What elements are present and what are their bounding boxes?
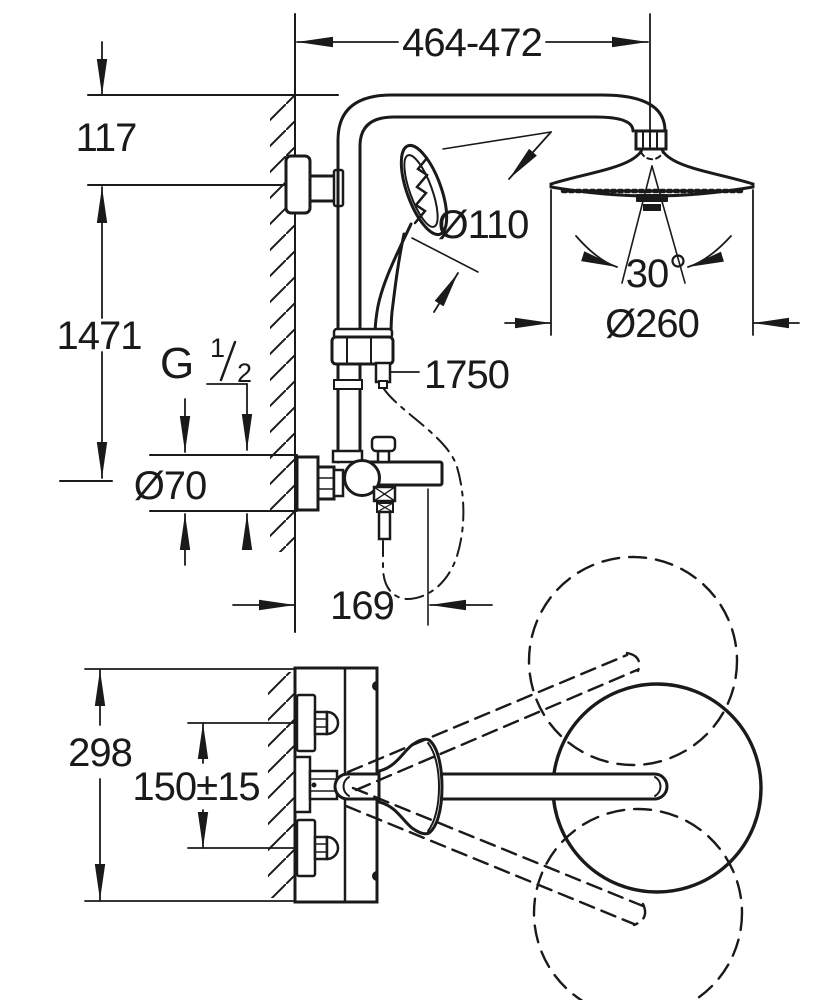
supply-connection-bottom — [295, 818, 340, 878]
valve-wall-flange — [295, 455, 320, 512]
g12-fraction-slash — [219, 340, 237, 382]
valve-union-nut — [316, 465, 336, 501]
label-flange-dia: Ø70 — [134, 464, 207, 508]
label-swivel-angle: 30 — [626, 252, 669, 296]
dim-g12-leader — [206, 340, 253, 451]
label-supply-spacing: 150±15 — [132, 765, 259, 809]
dimension-labels: 464-472 117 1471 G 1 2 Ø70 Ø110 30 Ø260 … — [57, 21, 700, 809]
wall-bracket — [284, 154, 345, 215]
label-overall-depth: 298 — [68, 731, 132, 775]
hand-shower-handle — [373, 222, 413, 339]
label-hand-shower-dia: Ø110 — [438, 203, 529, 247]
plan-view — [84, 555, 763, 1000]
label-projection: 169 — [330, 584, 394, 628]
head-shower-nut — [634, 129, 668, 151]
swivel-arm-positions — [344, 651, 647, 927]
head-swivel-position-upper — [527, 555, 739, 767]
head-shower — [504, 129, 800, 336]
label-height: 1471 — [57, 314, 142, 358]
diverter-knob — [370, 435, 397, 464]
label-hose-length: 1750 — [424, 353, 509, 397]
head-shower-ball-joint — [640, 151, 664, 161]
valve-dial — [343, 459, 381, 497]
thermostat-valve — [295, 435, 444, 541]
hose-outlet-connector — [372, 485, 397, 541]
rail-slider-holder — [330, 327, 395, 390]
dim-1471 — [59, 186, 113, 482]
arm-outlet-socket — [293, 755, 339, 814]
dim-464-472 — [296, 13, 651, 131]
label-thread-prefix: G — [160, 339, 194, 388]
shower-arm-pipe — [336, 93, 667, 464]
front-view — [59, 13, 800, 633]
degree-symbol — [671, 254, 685, 268]
wall-hatch-plan — [268, 672, 295, 898]
label-thread-numerator: 1 — [210, 333, 225, 363]
label-width-range: 464-472 — [402, 21, 542, 65]
dim-110 — [411, 131, 552, 313]
hose-cone-fitting — [374, 361, 392, 384]
head-swivel-position-lower — [532, 807, 744, 1000]
dim-70 — [149, 398, 298, 566]
head-shower-bell — [549, 147, 755, 198]
hand-shower-spray-pattern — [413, 156, 429, 225]
shower-hose — [382, 388, 465, 601]
hand-shower-plan — [377, 737, 444, 836]
label-head-dia: Ø260 — [605, 302, 699, 346]
swivel-angle-lines — [575, 165, 732, 284]
dim-169 — [232, 488, 493, 626]
supply-connection-top — [295, 693, 340, 753]
dim-260 — [504, 189, 800, 336]
label-thread-denominator: 2 — [237, 358, 252, 388]
label-wall-offset: 117 — [76, 116, 137, 160]
